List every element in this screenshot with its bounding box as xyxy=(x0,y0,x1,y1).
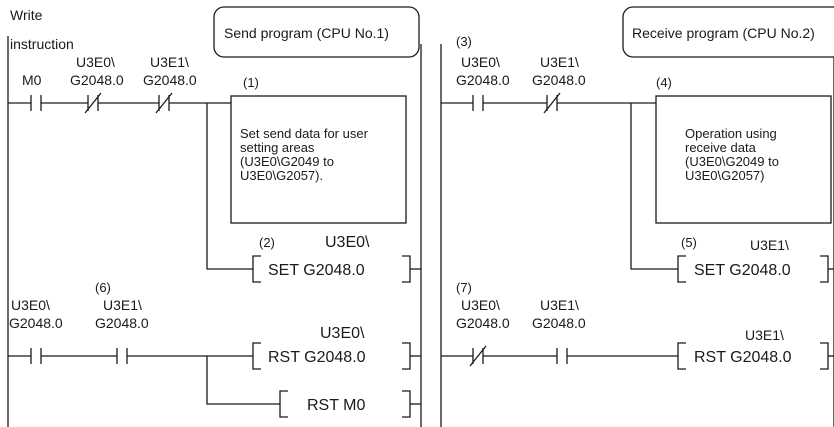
send-box-line-4: U3E0\G2057). xyxy=(240,168,323,183)
recv-set-coil-device: U3E1\ xyxy=(750,237,789,253)
step-4-marker: (4) xyxy=(656,75,672,90)
send-rung-1: M0 U3E0\ G2048.0 U3E1\ G2048.0 (1) Set s… xyxy=(8,54,421,283)
step-7-marker: (7) xyxy=(456,280,472,295)
step-2-marker: (2) xyxy=(259,235,275,250)
rst-coil-device: U3E0\ xyxy=(320,325,365,342)
label-m0: M0 xyxy=(22,72,42,88)
rst-m0-instruction: RST M0 xyxy=(307,397,365,414)
label-u3e0-bit: G2048.0 xyxy=(70,72,124,88)
write-instruction-label-2: instruction xyxy=(10,36,74,52)
write-instruction-label: Write xyxy=(10,7,43,23)
recv-label-u3e1-bit: G2048.0 xyxy=(532,72,586,88)
receive-data-box xyxy=(655,95,832,224)
receive-header-box xyxy=(622,6,834,58)
contact-r2-u3e1-no xyxy=(116,348,128,364)
send-header-title: Send program (CPU No.1) xyxy=(224,25,389,41)
recv-contact-u3e0-no xyxy=(472,95,484,111)
recv-r2-u3e0-bit: G2048.0 xyxy=(456,315,510,331)
recv-box-line-1: Operation using xyxy=(685,126,777,141)
recv-rst-coil-instruction: RST G2048.0 xyxy=(694,349,792,366)
contact-u3e1-nc xyxy=(155,92,173,114)
recv-rst-coil-device: U3E1\ xyxy=(745,327,784,343)
send-box-line-2: setting areas xyxy=(240,140,315,155)
step-6-marker: (6) xyxy=(95,280,111,295)
recv-contact-u3e1-nc xyxy=(543,92,561,114)
set-coil-device: U3E0\ xyxy=(325,234,370,251)
label-r2-u3e1-device: U3E1\ xyxy=(103,297,142,313)
contact-m0 xyxy=(30,95,42,111)
recv-box-line-4: U3E0\G2057) xyxy=(685,168,765,183)
label-r2-u3e1-bit: G2048.0 xyxy=(95,315,149,331)
contact-u3e0-nc xyxy=(84,92,102,114)
set-coil-instruction: SET G2048.0 xyxy=(268,262,365,279)
label-r2-u3e0-device: U3E0\ xyxy=(11,297,50,313)
recv-box-line-2: receive data xyxy=(685,140,757,155)
label-r2-u3e0-bit: G2048.0 xyxy=(9,315,63,331)
step-1-marker: (1) xyxy=(243,75,259,90)
receive-rung-1: U3E0\ G2048.0 U3E1\ G2048.0 (4) Operatio… xyxy=(441,54,834,283)
recv-contact-r2-u3e0-nc xyxy=(469,345,487,367)
send-data-box xyxy=(230,95,407,224)
receive-rung-2: (7) U3E0\ G2048.0 U3E1\ G2048.0 U3E1\ RS… xyxy=(441,280,834,370)
recv-r2-u3e1-bit: G2048.0 xyxy=(532,315,586,331)
step-3-marker: (3) xyxy=(456,34,472,49)
send-box-line-3: (U3E0\G2049 to xyxy=(240,154,334,169)
recv-r2-u3e1-device: U3E1\ xyxy=(540,297,579,313)
recv-r2-u3e0-device: U3E0\ xyxy=(461,297,500,313)
receive-program-header: Receive program (CPU No.2) xyxy=(622,6,834,58)
receive-program: Receive program (CPU No.2) (3) U3E0\ G20… xyxy=(440,6,834,427)
send-rung-2: (6) U3E0\ G2048.0 U3E1\ G2048.0 U3E0\ RS… xyxy=(8,280,421,418)
recv-label-u3e1-device: U3E1\ xyxy=(540,54,579,70)
contact-r2-u3e0-no xyxy=(30,348,42,364)
send-box-line-1: Set send data for user xyxy=(240,126,369,141)
step-5-marker: (5) xyxy=(681,235,697,250)
send-program-header: Send program (CPU No.1) xyxy=(213,6,420,58)
rst-coil-instruction: RST G2048.0 xyxy=(268,349,366,366)
label-u3e0-device: U3E0\ xyxy=(76,54,115,70)
send-header-box xyxy=(213,6,420,58)
recv-set-coil-instruction: SET G2048.0 xyxy=(694,262,791,279)
receive-header-title: Receive program (CPU No.2) xyxy=(632,25,815,41)
recv-label-u3e0-device: U3E0\ xyxy=(461,54,500,70)
recv-label-u3e0-bit: G2048.0 xyxy=(456,72,510,88)
recv-box-line-3: (U3E0\G2049 to xyxy=(685,154,779,169)
recv-contact-r2-u3e1-no xyxy=(556,348,568,364)
label-u3e1-device: U3E1\ xyxy=(150,54,189,70)
label-u3e1-bit: G2048.0 xyxy=(143,72,197,88)
send-program: Send program (CPU No.1) Write instructio… xyxy=(7,6,422,427)
